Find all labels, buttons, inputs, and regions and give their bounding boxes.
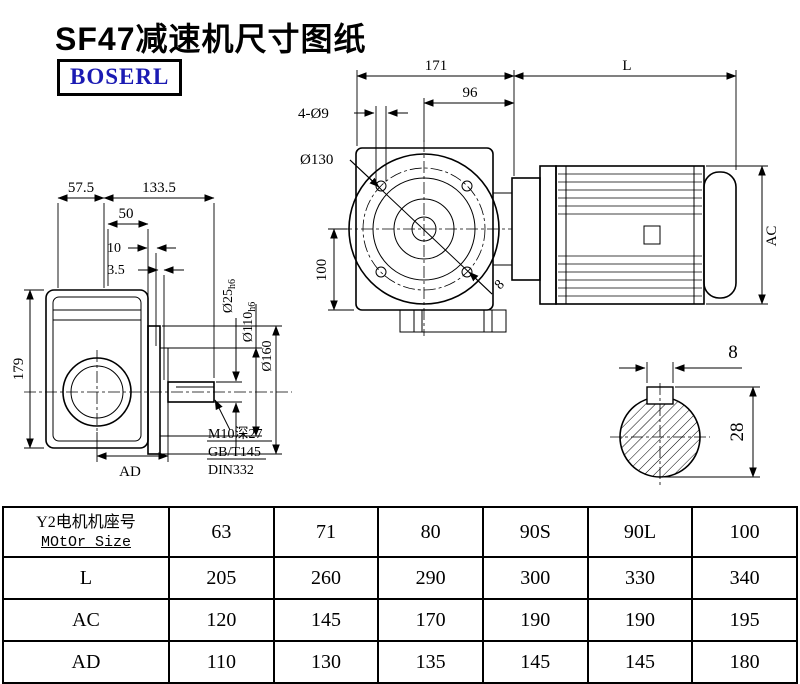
hub-circle: [393, 198, 455, 260]
value-cell: 110: [168, 640, 275, 684]
mounting-foot: [399, 309, 507, 333]
value-cell: 340: [691, 556, 798, 600]
motor-size-cell: 71: [272, 506, 380, 558]
dim-l: L: [622, 58, 631, 74]
dim-28: 28: [727, 423, 748, 442]
dim-key-8: 8: [728, 342, 738, 363]
dim-o110-tol: h6: [247, 302, 258, 312]
motor-size-cell: 80: [377, 506, 484, 558]
note-din332: DIN332: [208, 463, 254, 478]
motor-fins: [558, 173, 702, 297]
table-row-AC: AC 120 145 170 190 190 195: [2, 598, 798, 642]
shaft-bore-circle: [411, 216, 437, 242]
bolt-hole: [461, 180, 473, 192]
value-cell: 145: [481, 640, 589, 684]
motor-view: L AC: [513, 58, 780, 305]
row-label: AD: [2, 640, 170, 684]
row-label: AC: [2, 598, 170, 642]
motor-size-cell: 90S: [481, 506, 589, 558]
motor-adapter-flange: [511, 177, 541, 281]
note-m10: M10深27: [208, 426, 262, 442]
dim-o110: Ø110: [241, 312, 256, 343]
table-header-cell: Y2电机机座号 MOtOr Size: [2, 506, 170, 558]
dimension-drawing: 57.5 133.5 50 10 3.5 179 AD: [11, 58, 780, 487]
motor-flange: [539, 165, 557, 305]
dim-o25: Ø25: [221, 289, 236, 313]
table-header-en: MOtOr Size: [40, 533, 131, 551]
value-cell: 120: [168, 598, 275, 642]
value-cell: 170: [377, 598, 484, 642]
note-gbt145: GB/T145: [208, 445, 261, 460]
value-cell: 145: [272, 598, 380, 642]
dim-ac: AC: [764, 226, 780, 247]
dim-10: 10: [107, 241, 121, 256]
table-row-motor-size: Y2电机机座号 MOtOr Size 63 71 80 90S 90L 100: [2, 506, 798, 558]
spigot-circle: [372, 177, 476, 281]
motor-size-cell: 63: [168, 506, 275, 558]
bolt-circle: [362, 167, 486, 291]
fan-cowl: [703, 171, 737, 299]
dim-100: 100: [314, 259, 330, 282]
value-cell: 195: [691, 598, 798, 642]
output-flange: [147, 325, 161, 455]
front-view: Ø130 8 171 96 4-Ø9 100: [298, 58, 541, 336]
dim-57-5: 57.5: [68, 180, 94, 196]
value-cell: 180: [691, 640, 798, 684]
value-cell: 130: [272, 640, 380, 684]
value-cell: 190: [586, 598, 694, 642]
dim-4xo9: 4-Ø9: [298, 106, 329, 122]
dim-179: 179: [11, 358, 27, 381]
value-cell: 260: [272, 556, 380, 600]
value-cell: 290: [377, 556, 484, 600]
svg-text:Ø25h6: Ø25h6: [221, 279, 238, 313]
dim-o25-tol: h6: [227, 279, 238, 289]
shaft-section: 8 28: [610, 342, 760, 487]
spec-table: Y2电机机座号 MOtOr Size 63 71 80 90S 90L 100 …: [2, 506, 798, 684]
brand-text: BOSERL: [70, 64, 170, 89]
table-row-L: L 205 260 290 300 330 340: [2, 556, 798, 600]
page-title: SF47减速机尺寸图纸: [55, 21, 367, 57]
motor-body: [555, 165, 705, 305]
motor-nameplate: [643, 225, 661, 245]
brand-logo: BOSERL: [57, 59, 183, 96]
svg-text:Ø110h6: Ø110h6: [241, 302, 258, 343]
dim-o130: Ø130: [300, 152, 333, 168]
dim-3-5: 3.5: [107, 263, 125, 278]
value-cell: 145: [586, 640, 694, 684]
dim-133-5: 133.5: [142, 180, 176, 196]
value-cell: 190: [481, 598, 589, 642]
value-cell: 135: [377, 640, 484, 684]
table-row-AD: AD 110 130 135 145 145 180: [2, 640, 798, 684]
motor-size-cell: 100: [691, 506, 798, 558]
dim-171: 171: [425, 58, 448, 74]
dim-50: 50: [119, 206, 134, 222]
value-cell: 300: [481, 556, 589, 600]
row-label: L: [2, 556, 170, 600]
output-shaft: [167, 381, 215, 403]
side-view: 57.5 133.5 50 10 3.5 179 AD: [11, 180, 292, 480]
dim-96: 96: [463, 85, 479, 101]
flange-od-circle: [348, 153, 500, 305]
table-header-cn: Y2电机机座号: [36, 513, 136, 531]
dim-8-front: 8: [492, 277, 508, 292]
value-cell: 205: [168, 556, 275, 600]
motor-size-cell: 90L: [586, 506, 694, 558]
dim-o160: Ø160: [260, 340, 275, 371]
value-cell: 330: [586, 556, 694, 600]
bolt-hole: [375, 266, 387, 278]
dim-ad: AD: [119, 464, 141, 480]
